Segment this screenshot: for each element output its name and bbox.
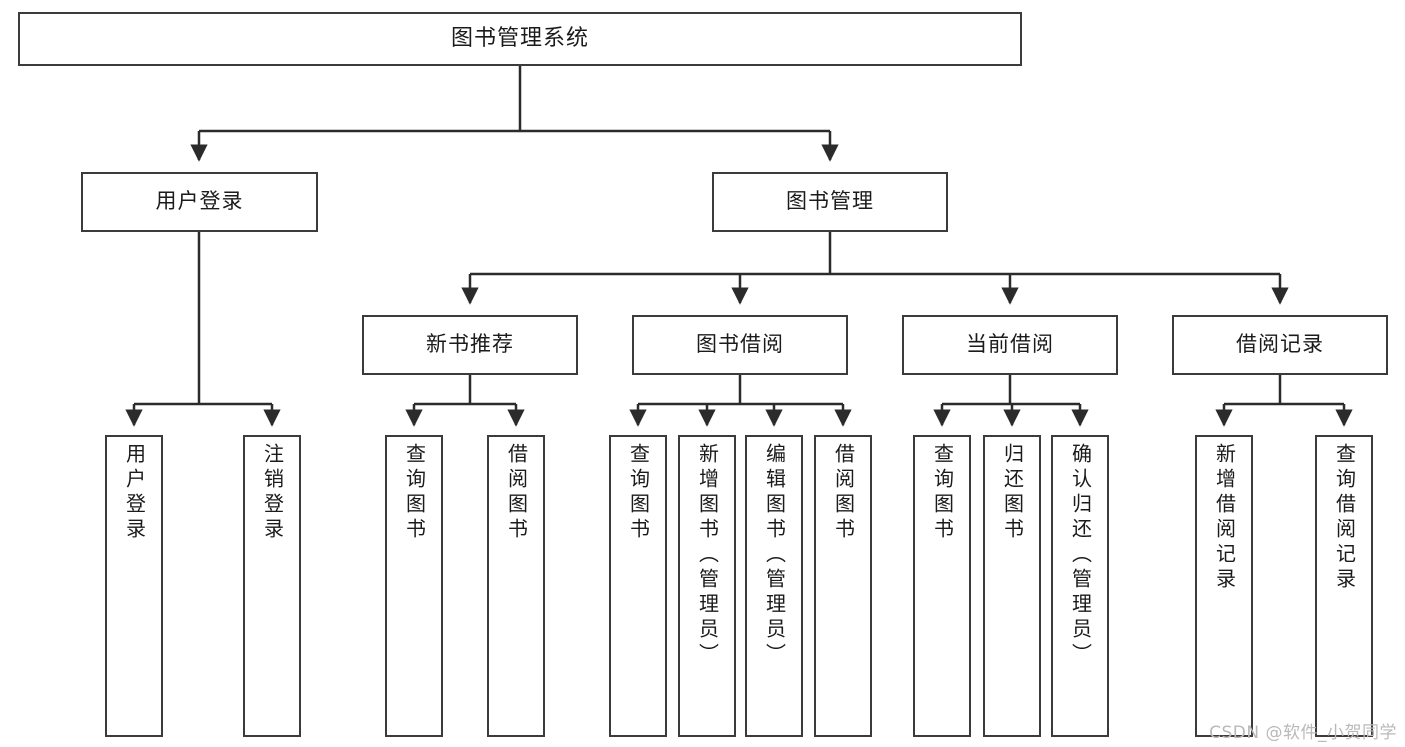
leaf-current-return-book-label: 归还图书 (1000, 443, 1025, 543)
leaf-current-return-book[interactable]: 归还图书 (983, 435, 1041, 737)
node-user-login-label: 用户登录 (155, 189, 244, 214)
leaf-borrow-borrow-book-label: 借阅图书 (831, 443, 856, 543)
leaf-borrow-borrow-book[interactable]: 借阅图书 (814, 435, 872, 737)
node-current-borrow[interactable]: 当前借阅 (902, 315, 1118, 375)
node-current-borrow-label: 当前借阅 (966, 332, 1054, 357)
node-book-borrow-label: 图书借阅 (696, 332, 784, 357)
leaf-recommend-borrow-book-label: 借阅图书 (504, 443, 529, 543)
node-book-management[interactable]: 图书管理 (712, 172, 948, 232)
leaf-records-add-record-label: 新增借阅记录 (1212, 443, 1237, 593)
node-user-login[interactable]: 用户登录 (81, 172, 318, 232)
leaf-borrow-edit-book-admin-label: 编辑图书（管理员） (762, 443, 787, 668)
node-new-book-recommend-label: 新书推荐 (426, 332, 514, 357)
leaf-borrow-query-book[interactable]: 查询图书 (609, 435, 667, 737)
leaf-records-add-record[interactable]: 新增借阅记录 (1195, 435, 1253, 737)
csdn-watermark: CSDN @软件_小贺同学 (1209, 723, 1397, 743)
leaf-current-query-book[interactable]: 查询图书 (913, 435, 971, 737)
leaf-borrow-query-book-label: 查询图书 (626, 443, 651, 543)
leaf-current-query-book-label: 查询图书 (930, 443, 955, 543)
leaf-recommend-query-book[interactable]: 查询图书 (385, 435, 443, 737)
leaf-recommend-borrow-book[interactable]: 借阅图书 (487, 435, 545, 737)
leaf-records-query-record-label: 查询借阅记录 (1332, 443, 1357, 593)
leaf-borrow-add-book-admin[interactable]: 新增图书（管理员） (678, 435, 736, 737)
leaf-user-logout-label: 注销登录 (260, 443, 285, 543)
node-borrow-records-label: 借阅记录 (1236, 332, 1324, 357)
node-book-borrow[interactable]: 图书借阅 (632, 315, 848, 375)
leaf-borrow-edit-book-admin[interactable]: 编辑图书（管理员） (745, 435, 803, 737)
leaf-user-login-label: 用户登录 (122, 443, 147, 543)
leaf-recommend-query-book-label: 查询图书 (402, 443, 427, 543)
leaf-current-confirm-return-admin[interactable]: 确认归还（管理员） (1051, 435, 1109, 737)
leaf-current-confirm-return-admin-label: 确认归还（管理员） (1068, 443, 1093, 668)
node-root-label: 图书管理系统 (450, 25, 589, 51)
leaf-user-login[interactable]: 用户登录 (105, 435, 163, 737)
leaf-borrow-add-book-admin-label: 新增图书（管理员） (695, 443, 720, 668)
node-root[interactable]: 图书管理系统 (18, 12, 1022, 66)
node-book-management-label: 图书管理 (786, 189, 874, 214)
leaf-user-logout[interactable]: 注销登录 (243, 435, 301, 737)
node-new-book-recommend[interactable]: 新书推荐 (362, 315, 578, 375)
node-borrow-records[interactable]: 借阅记录 (1172, 315, 1388, 375)
leaf-records-query-record[interactable]: 查询借阅记录 (1315, 435, 1373, 737)
